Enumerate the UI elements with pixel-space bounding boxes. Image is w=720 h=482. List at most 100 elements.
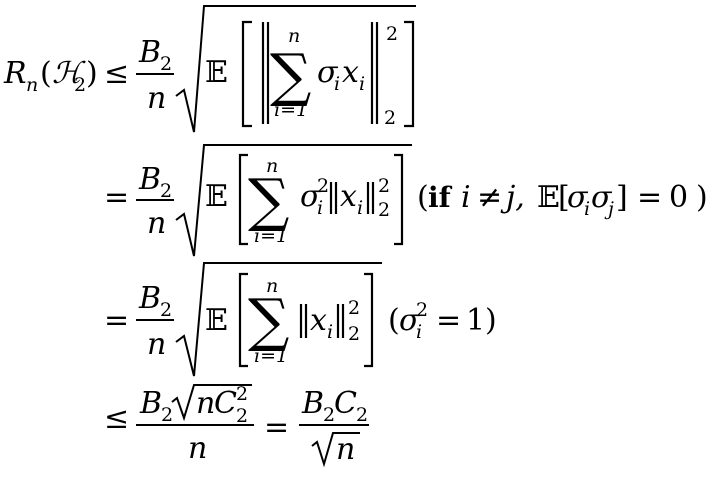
x-subscript: i — [327, 321, 333, 343]
sqrt-radical-small — [171, 384, 252, 422]
sigma: σ — [300, 179, 322, 214]
x-var: x — [340, 179, 357, 214]
right-bracket — [364, 272, 374, 368]
cond-j: j, — [500, 180, 525, 215]
cond2-sigma: σ — [399, 303, 421, 338]
frac5-B-subscript: 2 — [323, 404, 335, 426]
norm-subscript: 2 — [378, 199, 390, 221]
left-bracket — [238, 272, 248, 368]
sigma-subscript: i — [317, 197, 323, 219]
summation-symbol: ∑ — [270, 41, 311, 109]
sigma-square: 2 — [317, 175, 329, 197]
frac-B: B — [138, 162, 161, 197]
fraction-2: B 2 n — [136, 162, 174, 241]
frac5-den: n — [336, 432, 355, 467]
frac4-C-subscript: 2 — [236, 405, 248, 427]
cond-lbracket: [ — [558, 180, 570, 215]
lhs-rparen: ) — [86, 56, 98, 91]
frac-den: n — [147, 81, 166, 116]
cond-eq: = — [637, 180, 662, 215]
frac4-C: C — [214, 386, 237, 421]
cond2-square: 2 — [416, 299, 428, 321]
cond2-eq: = — [436, 303, 461, 338]
cond2-one: 1 — [466, 303, 485, 338]
expectation-symbol: 𝔼 — [205, 303, 228, 338]
frac4-B-subscript: 2 — [161, 404, 173, 426]
sqrt-radical — [175, 144, 412, 257]
cond-i: i — [461, 180, 471, 215]
norm-square: 2 — [378, 175, 390, 197]
line-1: R n ( ℋ 2 ) ≤ B 2 n 𝔼 n ∑ i=1 σ i x i 2 … — [3, 5, 416, 133]
leq-symbol: ≤ — [104, 56, 129, 91]
norm-square: 2 — [386, 23, 398, 45]
norm-subscript: 2 — [384, 107, 396, 129]
frac-B-subscript: 2 — [160, 299, 172, 321]
lhs-lparen: ( — [40, 56, 52, 91]
lhs-R: R — [3, 56, 27, 91]
sigma: σ — [317, 55, 339, 90]
condition-unit-variance: ( σ 2 i = 1 ) — [388, 299, 497, 343]
cond-if: if — [428, 181, 453, 214]
fraction-1: B 2 n — [136, 35, 174, 116]
left-bracket — [241, 20, 252, 128]
condition-independence: ( if i ≠ j, 𝔼 [ σ i σ j ] = 0 ) — [417, 180, 708, 220]
cond-sigma-1-subscript: i — [584, 198, 590, 220]
left-bracket — [238, 153, 248, 246]
eq-symbol: = — [104, 180, 129, 215]
norm-subscript: 2 — [348, 323, 360, 345]
sum-upper: n — [266, 275, 278, 297]
summation-symbol: ∑ — [248, 166, 289, 234]
frac-den: n — [147, 206, 166, 241]
cond2-subscript: i — [416, 321, 422, 343]
cond-rbracket: ] — [616, 180, 628, 215]
cond-neq: ≠ — [477, 180, 502, 215]
frac-B-subscript: 2 — [160, 180, 172, 202]
x-subscript: i — [359, 73, 365, 95]
frac-B: B — [138, 281, 161, 316]
sum-lower: i=1 — [254, 225, 288, 247]
line-3: = B 2 n 𝔼 n ∑ i=1 x i 2 2 ( σ 2 i = 1 ) — [104, 262, 497, 377]
expectation-symbol: 𝔼 — [205, 55, 228, 90]
cond-zero: 0 — [669, 180, 688, 215]
lhs-H-subscript: 2 — [74, 74, 86, 96]
sigma-subscript: i — [334, 73, 340, 95]
frac5-C-subscript: 2 — [356, 404, 368, 426]
cond2-lparen: ( — [388, 303, 400, 338]
sqrt-radical-small — [311, 432, 360, 468]
fraction-5: B 2 C 2 n — [299, 386, 369, 468]
sum-upper: n — [288, 25, 300, 47]
sqrt-radical — [175, 262, 382, 377]
frac4-n: n — [196, 386, 215, 421]
right-bracket — [394, 153, 404, 246]
sum-upper: n — [266, 155, 278, 177]
frac4-den: n — [188, 431, 207, 466]
fraction-4: B 2 n C 2 2 n — [136, 383, 254, 466]
frac5-B: B — [301, 386, 324, 421]
summation-symbol: ∑ — [248, 286, 289, 354]
sum-lower: i=1 — [274, 99, 308, 121]
frac4-B: B — [139, 386, 162, 421]
x-var: x — [342, 55, 359, 90]
frac-den: n — [147, 327, 166, 362]
cond-sigma-2-subscript: j — [604, 198, 614, 220]
lhs-n-subscript: n — [26, 74, 38, 96]
frac4-C-superscript: 2 — [236, 383, 248, 405]
fraction-3: B 2 n — [136, 281, 174, 362]
norm-square: 2 — [348, 297, 360, 319]
leq-symbol: ≤ — [104, 401, 129, 436]
cond-rparen: ) — [696, 180, 708, 215]
eq-symbol: = — [104, 303, 129, 338]
line-2: = B 2 n 𝔼 n ∑ i=1 σ 2 i x i 2 2 ( if i ≠… — [104, 144, 708, 257]
cond-sigma-1: σ — [567, 180, 589, 215]
frac-B: B — [138, 35, 161, 70]
sqrt-radical — [175, 5, 416, 133]
expectation-symbol: 𝔼 — [205, 179, 228, 214]
eq-symbol: = — [264, 410, 289, 445]
frac-B-subscript: 2 — [160, 53, 172, 75]
cond-sigma-2: σ — [591, 180, 613, 215]
x-subscript: i — [357, 197, 363, 219]
frac5-C: C — [334, 386, 357, 421]
lhs-H: ℋ — [52, 56, 86, 91]
cond-expectation: 𝔼 — [537, 180, 560, 215]
